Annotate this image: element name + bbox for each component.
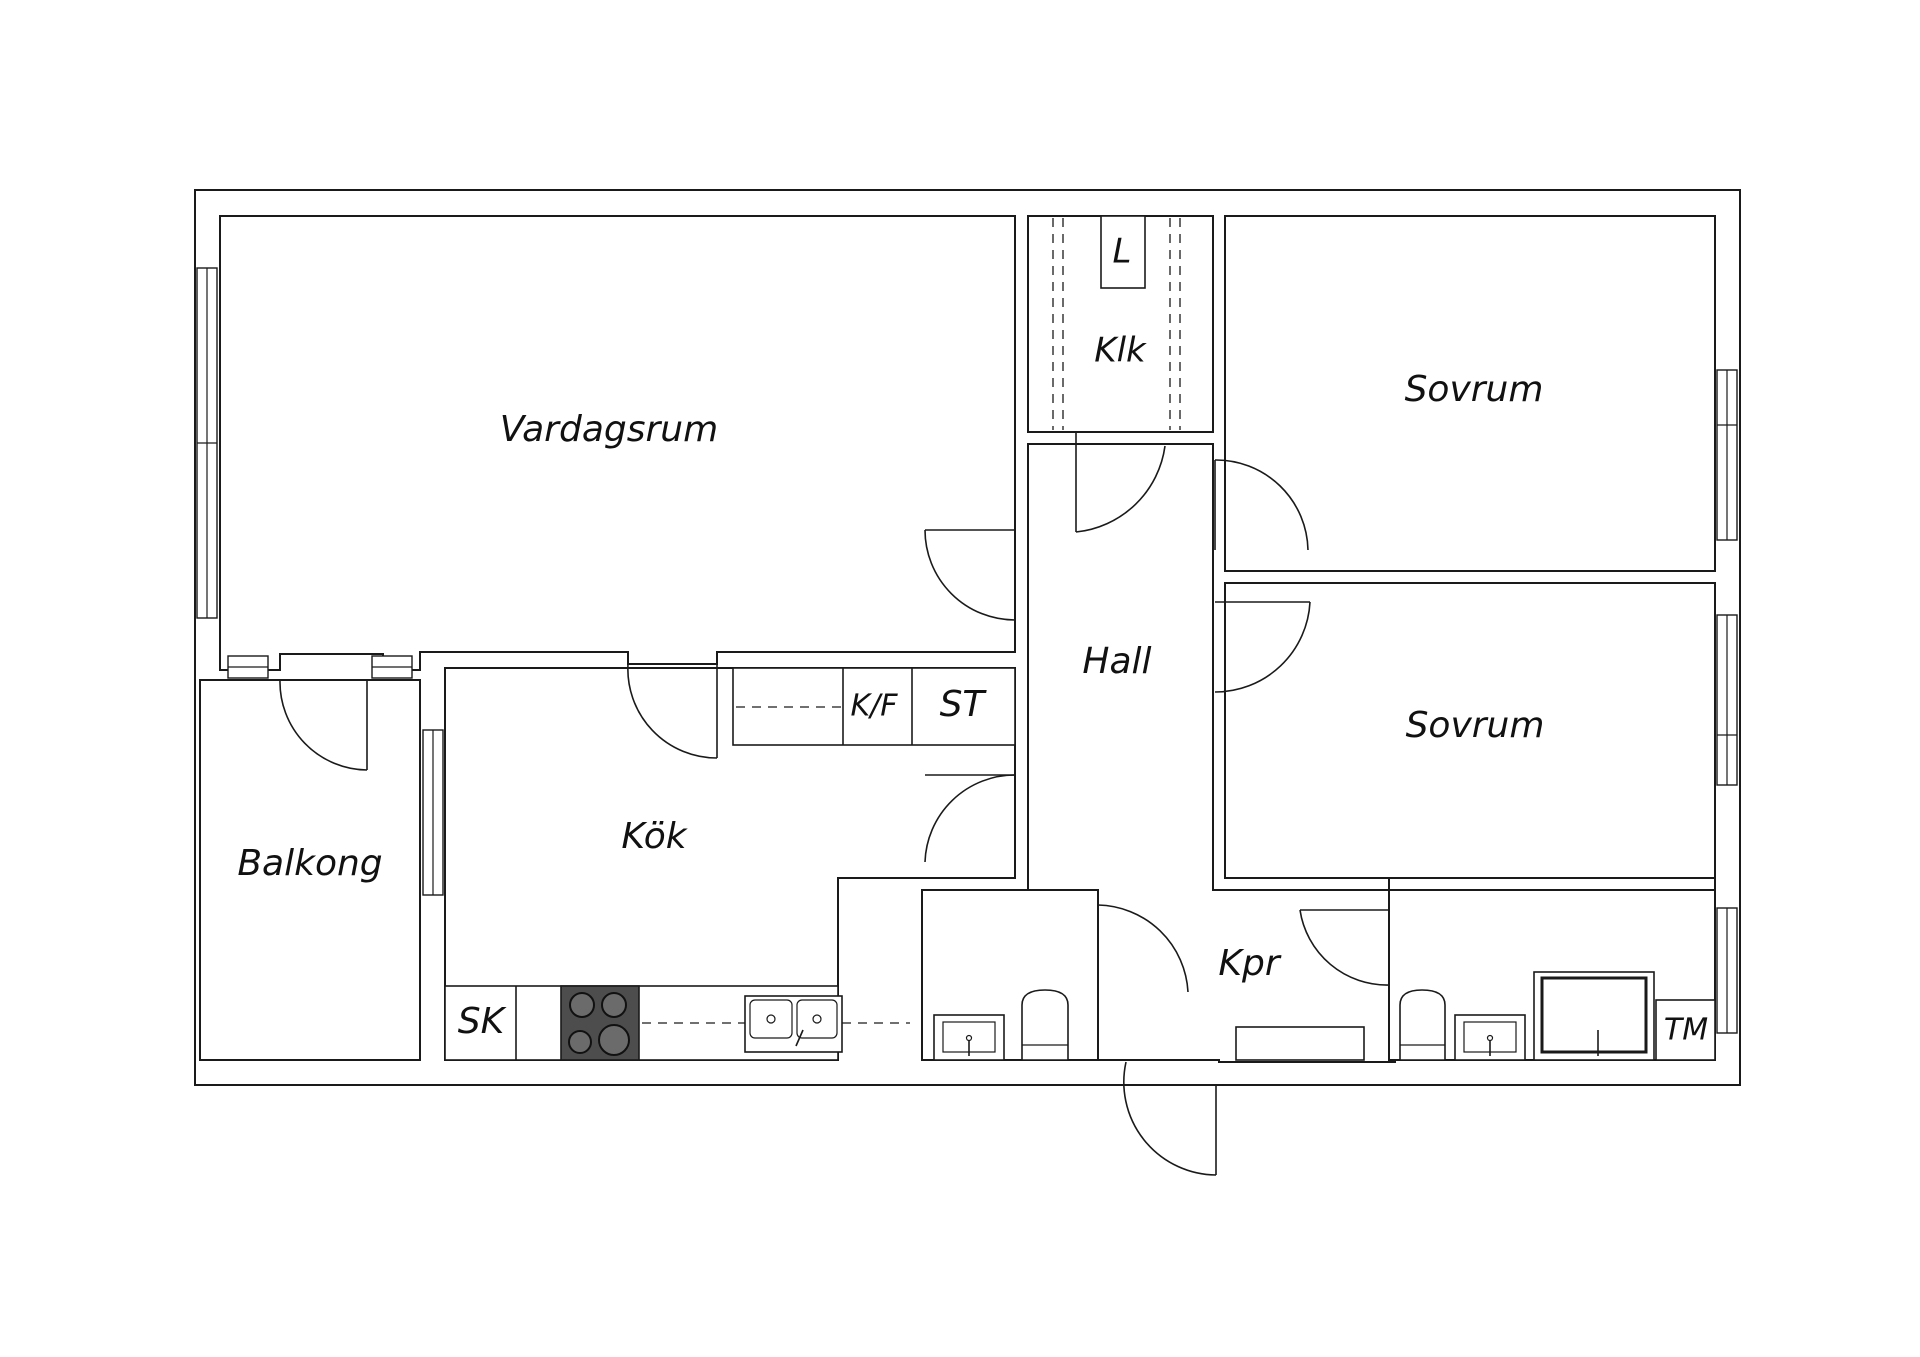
toilet-2	[1399, 989, 1446, 1061]
closet-shelf-box	[1100, 215, 1146, 289]
room-label-hall: Hall	[1082, 641, 1151, 682]
room-label-bedroom-2: Sovrum	[1406, 705, 1545, 746]
door-bathroom-2	[1299, 909, 1390, 986]
bedroom-1-floor	[1224, 215, 1716, 572]
fixture-label-broom-closet: SK	[458, 1001, 507, 1042]
door-bedroom-2	[1214, 601, 1311, 693]
windows	[196, 267, 1738, 1034]
living-room-floor	[219, 215, 1016, 671]
room-label-kitchen: Kök	[621, 816, 688, 857]
fixture-label-washing-machine: TM	[1664, 1013, 1708, 1048]
room-label-living-room: Vardagsrum	[500, 409, 718, 450]
fixture-label-fridge-freezer: K/F	[850, 689, 898, 724]
burner-4	[598, 1024, 630, 1056]
door-entrance	[1123, 1061, 1217, 1176]
door-balcony	[279, 679, 368, 771]
room-label-corridor: Kpr	[1218, 943, 1281, 984]
counter-top	[732, 667, 1016, 746]
room-label-closet: Klk	[1094, 331, 1147, 371]
door-bedroom-1	[1214, 459, 1309, 551]
door-kitchen	[924, 774, 1016, 863]
closet-floor	[1027, 215, 1214, 433]
door-kitchen-living	[627, 663, 718, 759]
burner-1	[569, 992, 595, 1018]
door-bathroom-1	[1097, 904, 1189, 993]
burner-3	[568, 1030, 592, 1054]
bathroom-1-fixtures	[933, 989, 1069, 1061]
corridor-bench	[1235, 1026, 1365, 1061]
closet-details	[1052, 215, 1181, 430]
room-label-bedroom-1: Sovrum	[1405, 369, 1544, 410]
bathroom-2-fixtures	[1399, 971, 1716, 1061]
shower-tray	[1533, 971, 1655, 1061]
door-living-room	[924, 529, 1016, 621]
toilet-1	[1021, 989, 1069, 1061]
kitchen-fixtures	[444, 667, 1016, 1061]
kitchen-sink	[744, 995, 843, 1053]
fixture-label-storage: ST	[940, 684, 988, 725]
burner-2	[601, 992, 627, 1018]
doors	[279, 432, 1390, 1176]
washing-machine	[1655, 999, 1716, 1061]
balcony-floor	[199, 679, 421, 1061]
room-label-balcony: Balkong	[237, 843, 382, 884]
closet-shelf-label: L	[1113, 232, 1132, 272]
labels: Vardagsrum Klk L Sovrum Sovrum Hall Kök …	[237, 232, 1708, 1048]
walls	[194, 189, 1741, 1086]
